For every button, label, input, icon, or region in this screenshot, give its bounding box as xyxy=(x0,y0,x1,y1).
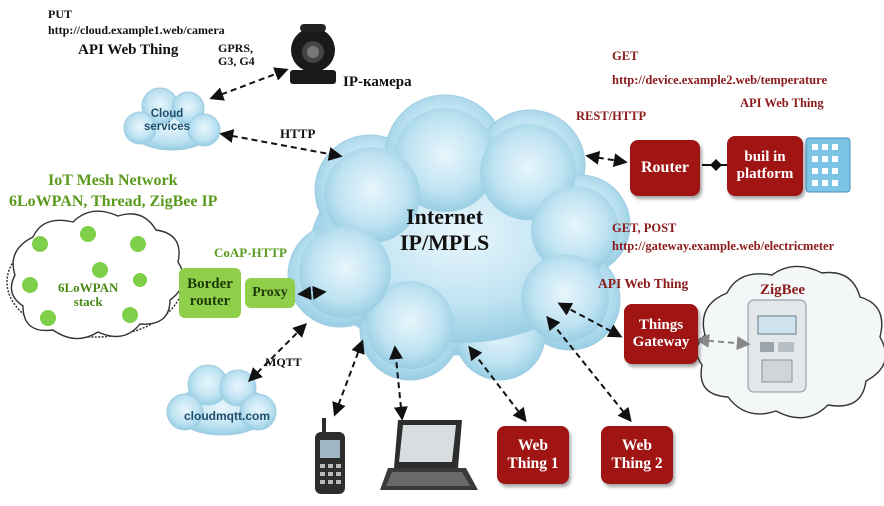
cloud-services-label: Cloud services xyxy=(144,108,191,133)
border-router-box: Border router xyxy=(179,268,241,318)
camera-link-label: GPRS, G3, G4 xyxy=(218,41,255,69)
temperature-sensor-icon xyxy=(805,137,851,193)
things-gateway-box: Things Gateway xyxy=(624,304,698,364)
mesh-title: IoT Mesh Network xyxy=(48,172,178,189)
mesh-node xyxy=(122,307,138,323)
internet-label: Internet IP/MPLS xyxy=(400,204,490,256)
mesh-node xyxy=(80,226,96,242)
connection-arrows xyxy=(209,67,632,423)
mesh-stack-label: 6LoWPAN stack xyxy=(58,280,119,310)
mesh-nodes xyxy=(22,226,147,326)
router-method: GET xyxy=(612,49,639,63)
rest-http-label: REST/HTTP xyxy=(576,109,647,123)
mobile-phone-icon xyxy=(315,418,345,494)
camera-api-label: API Web Thing xyxy=(78,42,179,58)
cloudmqtt-label: cloudmqtt.com xyxy=(184,409,270,423)
mesh-node xyxy=(133,273,147,287)
mesh-node xyxy=(92,262,108,278)
mesh-node xyxy=(130,236,146,252)
gateway-api-label: API Web Thing xyxy=(598,276,689,291)
platform-box: buil in platform xyxy=(727,136,803,196)
http-label: HTTP xyxy=(280,126,316,141)
ip-camera-label: IP-камера xyxy=(343,74,412,90)
camera-method: PUT xyxy=(48,7,72,21)
router-box: Router xyxy=(630,140,700,196)
proxy-box: Proxy xyxy=(245,278,295,308)
mesh-subtitle: 6LoWPAN, Thread, ZigBee IP xyxy=(9,193,218,210)
electric-meter-icon xyxy=(747,299,807,393)
cloudmqtt-cloud xyxy=(166,364,277,436)
mesh-node xyxy=(22,277,38,293)
router-url: http://device.example2.web/temperature xyxy=(612,73,827,87)
web-thing-1-box: Web Thing 1 xyxy=(497,426,569,484)
web-thing-2-box: Web Thing 2 xyxy=(601,426,673,484)
mqtt-label: MQTT xyxy=(265,355,302,369)
internet-cloud xyxy=(287,94,631,381)
laptop-icon xyxy=(380,420,478,490)
ip-camera-icon xyxy=(290,24,336,84)
gateway-url: http://gateway.example.web/electricmeter xyxy=(612,239,835,253)
gateway-method: GET, POST xyxy=(612,221,677,235)
coap-http-label: CoAP-HTTP xyxy=(214,245,287,260)
camera-url: http://cloud.example1.web/camera xyxy=(48,23,225,37)
cloud-services-cloud xyxy=(123,87,221,151)
router-api-label: API Web Thing xyxy=(740,96,824,110)
zigbee-link-arrow xyxy=(695,333,751,351)
mesh-node xyxy=(32,236,48,252)
zigbee-label: ZigBee xyxy=(760,282,805,298)
router-platform-connector xyxy=(702,159,728,171)
mesh-node xyxy=(40,310,56,326)
